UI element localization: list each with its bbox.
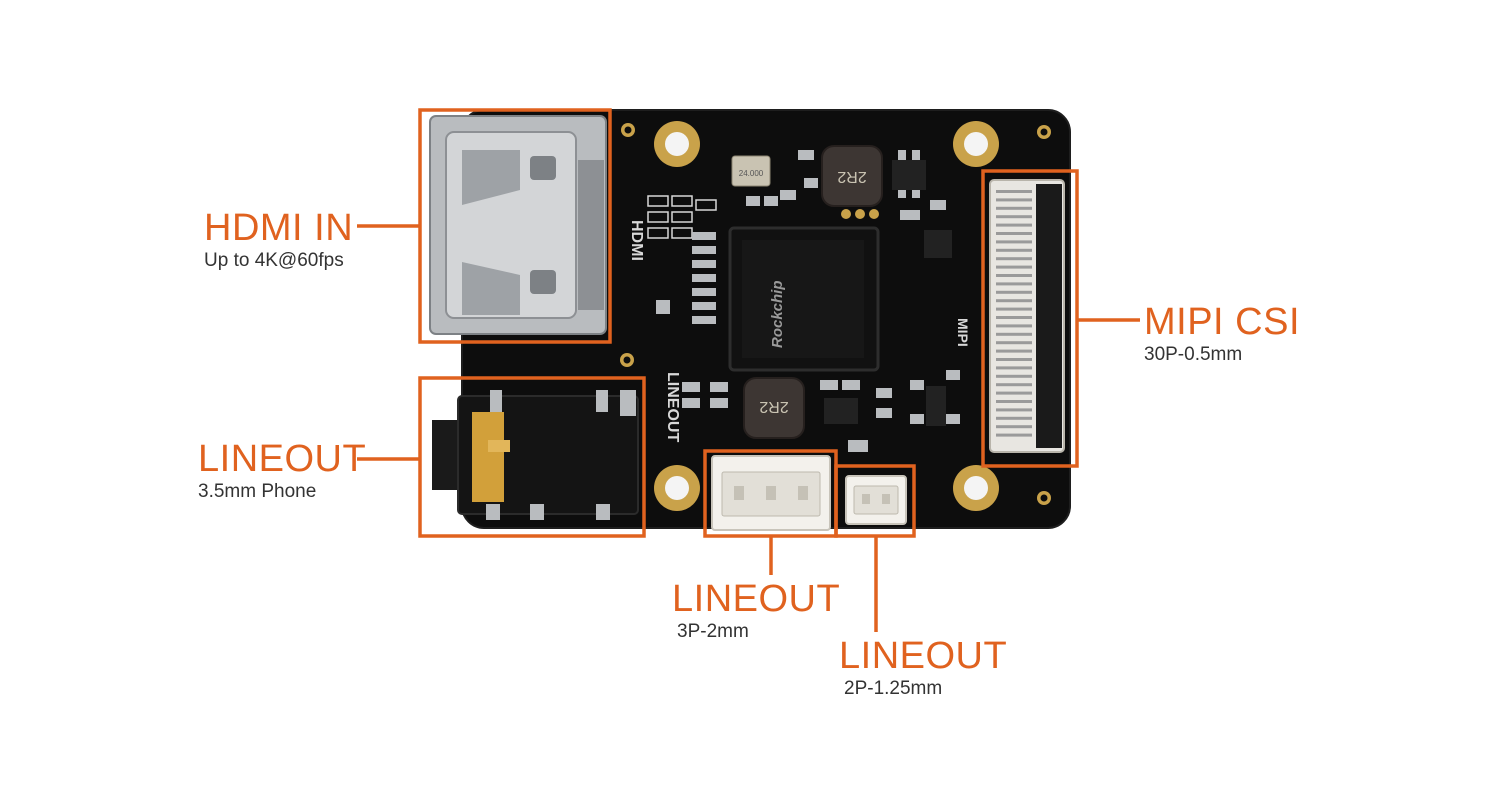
inductor-bottom-marking: 2R2 [759,398,788,415]
mounting-hole-bottom-left [654,465,700,511]
mipi-fpc-connector [989,179,1065,453]
connector-2p [845,475,907,525]
mounting-hole-bottom-right [953,465,999,511]
mipi-callout: MIPI CSI 30P-0.5mm [1144,303,1300,364]
conn3p-callout-title: LINEOUT [672,578,841,620]
mipi-callout-title: MIPI CSI [1144,301,1301,343]
mipi-silkscreen: MIPI [955,318,971,347]
inductor-top: 2R2 [821,145,883,207]
conn2p-callout-subtitle: 2P-1.25mm [844,678,943,699]
lineout-silkscreen: LINEOUT [664,372,681,442]
jack-callout-title: LINEOUT [198,438,367,480]
conn3p-callout: LINEOUT 3P-2mm [672,580,840,641]
jack-highlight-box [418,376,646,538]
conn2p-callout: LINEOUT 2P-1.25mm [839,637,1007,698]
conn3p-callout-subtitle: 3P-2mm [677,621,749,642]
mounting-hole-top-left [654,121,700,167]
chip-brand: Rockchip [769,280,786,348]
hdmi-callout-subtitle: Up to 4K@60fps [204,250,344,271]
mipi-callout-subtitle: 30P-0.5mm [1144,344,1243,365]
connector-3p [711,455,831,531]
hdmi-callout: HDMI IN Up to 4K@60fps [204,209,353,270]
crystal-marking: 24.000 [739,169,764,178]
hdmi-silkscreen: HDMI [628,220,645,261]
hdmi-callout-title: HDMI IN [204,207,354,249]
conn2p-callout-title: LINEOUT [839,635,1008,677]
jack-callout: LINEOUT 3.5mm Phone [198,440,366,501]
rockchip-soc: Rockchip [728,226,880,372]
inductor-bottom: 2R2 [743,377,805,439]
hdmi-connector [429,115,607,335]
inductor-top-marking: 2R2 [837,168,866,185]
crystal-oscillator: 24.000 [731,155,771,187]
audio-jack [432,390,639,520]
mounting-hole-top-right [953,121,999,167]
jack-callout-subtitle: 3.5mm Phone [198,481,317,502]
